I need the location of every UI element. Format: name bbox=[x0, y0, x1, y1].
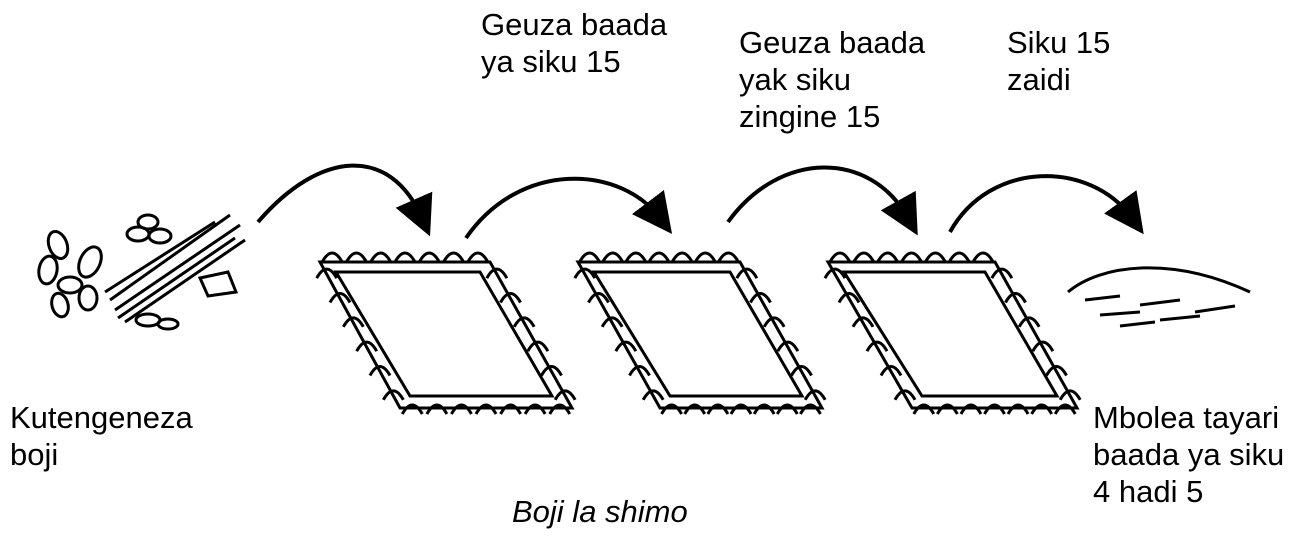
finished-compost-heap bbox=[1068, 268, 1250, 326]
compost-pit-2 bbox=[575, 253, 825, 414]
raw-materials-drawing bbox=[37, 215, 245, 329]
arrow-3 bbox=[728, 167, 908, 222]
compost-pit-1 bbox=[317, 253, 576, 414]
arrow-4 bbox=[950, 176, 1132, 232]
arrow-1 bbox=[258, 166, 422, 222]
compost-pit-3 bbox=[825, 253, 1080, 414]
arrow-2 bbox=[466, 179, 660, 238]
